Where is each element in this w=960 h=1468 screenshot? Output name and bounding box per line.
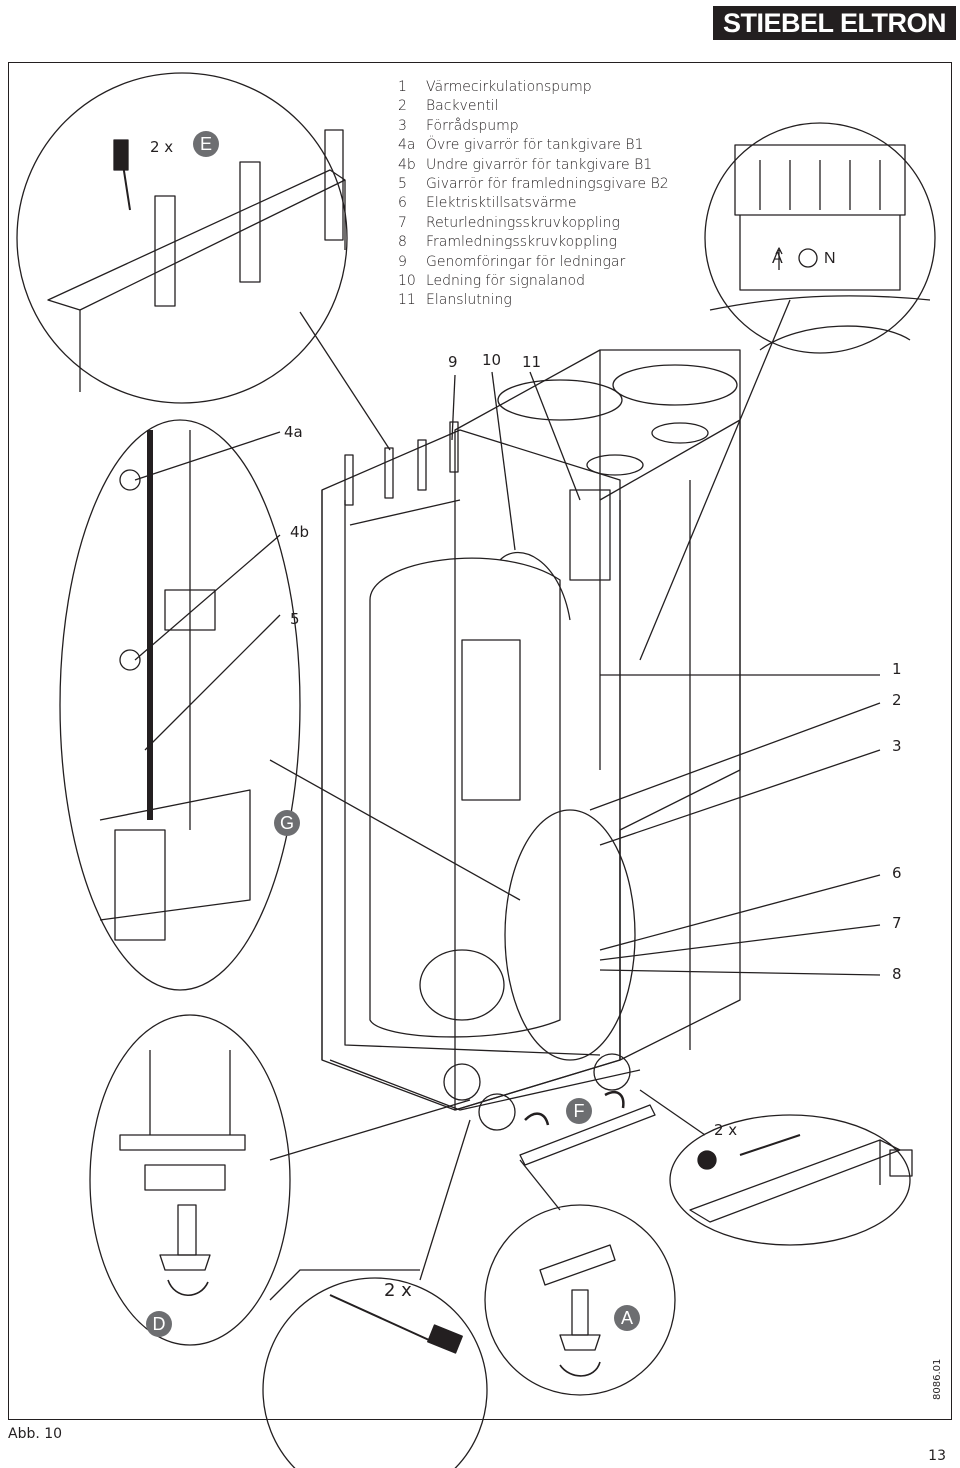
legend-number: 4a bbox=[398, 137, 416, 154]
callout-3: 3 bbox=[892, 737, 902, 755]
legend-number: 7 bbox=[398, 214, 407, 231]
detail-internal-ellipse bbox=[504, 809, 636, 1061]
callout-11: 11 bbox=[522, 353, 542, 371]
callout-6: 6 bbox=[892, 864, 902, 882]
legend-text: Värmecirkulationspump bbox=[426, 79, 592, 95]
valve-label-n: N bbox=[824, 250, 836, 267]
detail-d-ellipse bbox=[89, 1014, 291, 1346]
figure-frame bbox=[8, 62, 952, 1420]
legend-text: Elanslutning bbox=[426, 292, 512, 309]
heat-pump-unit bbox=[321, 349, 741, 1111]
quantity-label-top: 2 x bbox=[150, 138, 174, 156]
bottom-rail bbox=[329, 1053, 656, 1166]
callout-2: 2 bbox=[892, 691, 902, 709]
legend-text: Förrådspump bbox=[426, 117, 519, 134]
legend-list: 1 Värmecirkulationspump 2 Backventil 3 Förr… bbox=[398, 78, 669, 311]
legend-item: 6 Elektrisktillsatsvärme bbox=[398, 194, 669, 213]
legend-item: 4a Övre givarrör för tankgivare B1 bbox=[398, 136, 669, 155]
legend-number: 6 bbox=[398, 195, 407, 212]
legend-item: 3 Förrådspump bbox=[398, 117, 669, 136]
callout-9: 9 bbox=[448, 353, 458, 371]
legend-item: 5 Givarrör för framledningsgivare B2 bbox=[398, 175, 669, 194]
legend-number: 2 bbox=[398, 98, 407, 115]
document-number: 8086.01 bbox=[932, 1358, 943, 1400]
quantity-label-bottom: 2 x bbox=[384, 1280, 412, 1301]
marker-f: F bbox=[566, 1098, 592, 1124]
callout-5: 5 bbox=[290, 610, 300, 628]
brand-logo: STIEBEL ELTRON bbox=[712, 6, 956, 40]
legend-text: Framledningsskruvkoppling bbox=[426, 234, 618, 251]
legend-number: 11 bbox=[398, 292, 416, 309]
page-number: 13 bbox=[928, 1448, 946, 1464]
detail-a-circle bbox=[484, 1204, 676, 1396]
legend-number: 3 bbox=[398, 117, 407, 134]
detail-g-ellipse bbox=[59, 419, 301, 991]
callout-8: 8 bbox=[892, 965, 902, 983]
figure-caption: Abb. 10 bbox=[8, 1426, 63, 1442]
legend-text: Elektrisktillsatsvärme bbox=[426, 195, 577, 212]
callout-10: 10 bbox=[482, 351, 502, 369]
valve-detail-circle bbox=[704, 122, 936, 354]
legend-number: 10 bbox=[398, 273, 416, 290]
legend-text: Genomföringar för ledningar bbox=[426, 253, 626, 270]
legend-item: 9 Genomföringar för ledningar bbox=[398, 253, 669, 272]
marker-a: A bbox=[614, 1305, 640, 1331]
detail-rail-ellipse bbox=[669, 1114, 913, 1246]
legend-text: Ledning för signalanod bbox=[426, 273, 586, 290]
legend-number: 1 bbox=[398, 79, 407, 95]
legend-item: 7 Returledningsskruvkoppling bbox=[398, 214, 669, 233]
quantity-label-right: 2 x bbox=[714, 1121, 738, 1139]
legend-item: 8 Framledningsskruvkoppling bbox=[398, 233, 669, 252]
marker-g: G bbox=[274, 810, 300, 836]
legend-item: 2 Backventil bbox=[398, 97, 669, 116]
callout-1: 1 bbox=[892, 660, 902, 678]
callout-7: 7 bbox=[892, 914, 902, 932]
callout-leaders bbox=[134, 371, 881, 976]
legend-text: Backventil bbox=[426, 98, 499, 115]
legend-item: 10 Ledning för signalanod bbox=[398, 272, 669, 291]
legend-number: 4b bbox=[398, 156, 416, 173]
legend-item: 11 Elanslutning bbox=[398, 291, 669, 310]
valve-label-a: A bbox=[772, 250, 783, 267]
legend-text: Givarrör för framledningsgivare B2 bbox=[426, 176, 669, 193]
callout-4a: 4a bbox=[284, 423, 303, 441]
legend-item: 4b Undre givarrör för tankgivare B1 bbox=[398, 156, 669, 175]
legend-item: 1 Värmecirkulationspump bbox=[398, 78, 669, 97]
legend-number: 9 bbox=[398, 253, 407, 270]
marker-d: D bbox=[146, 1311, 172, 1337]
legend-text: Returledningsskruvkoppling bbox=[426, 214, 620, 231]
legend-text: Övre givarrör för tankgivare B1 bbox=[426, 137, 644, 154]
callout-4b: 4b bbox=[290, 523, 310, 541]
detail-screw-circle bbox=[262, 1269, 488, 1468]
marker-e: E bbox=[193, 131, 219, 157]
legend-text: Undre givarrör för tankgivare B1 bbox=[426, 156, 653, 173]
legend-number: 8 bbox=[398, 234, 407, 251]
legend-number: 5 bbox=[398, 176, 407, 193]
detail-e-circle bbox=[16, 72, 348, 404]
